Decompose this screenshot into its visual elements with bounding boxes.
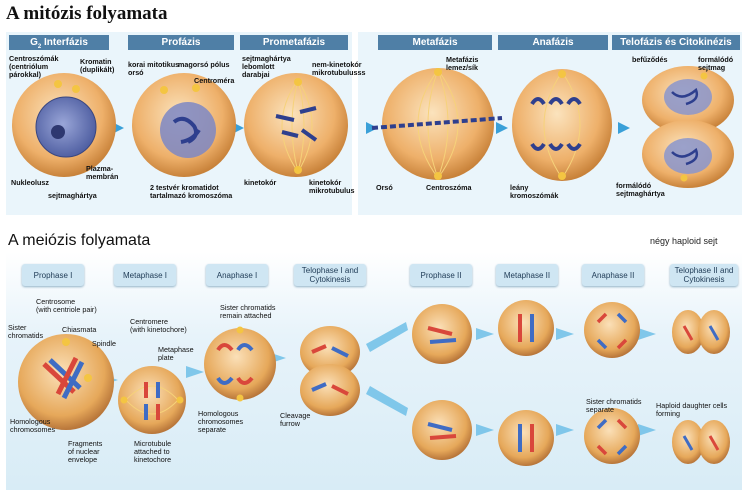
meiosis-header-metaphase1: Metaphase I — [114, 264, 176, 286]
label-kinetochore: kinetokór — [244, 178, 277, 187]
label-sister-chromatids: 2 testvér kromatidot tartalmazó kromoszó… — [150, 183, 233, 200]
meiosis-header-anaphase2: Anaphase II — [582, 264, 644, 286]
label-chromatin: Kromatin (duplikált) — [80, 57, 115, 74]
meiosis-label-sister-remain: Sister chromatids remain attached — [220, 303, 276, 320]
meiosis-header-metaphase2: Metaphase II — [496, 264, 558, 286]
label-fragmented-envelope: sejtmaghártya lebomlott darabjai — [242, 54, 291, 79]
meiosis-label-centrosome: Centrosome (with centriole pair) — [36, 297, 97, 314]
telophase-cell — [642, 66, 734, 188]
meiosis-title: A meiózis folyamata — [8, 232, 151, 249]
meiosis-label-metaphase-plate: Metaphase plate — [158, 345, 194, 362]
meiosis-label-spindle: Spindle — [92, 339, 116, 348]
meiosis-label-sister-separate: Sister chromatids separate — [586, 397, 642, 414]
g2-label: G — [30, 37, 38, 48]
meiosis-label-homologous: Homologous chromosomes — [10, 417, 56, 434]
label-kinetochore-mt: kinetokór mikrotubulus — [309, 178, 355, 195]
meiosis-header-telophase1: Telophase I and Cytokinesis — [294, 264, 366, 286]
mitosis-title: A mitózis folyamata — [6, 3, 168, 24]
label-nuclear-envelope: sejtmaghártya — [48, 191, 97, 200]
interphase-cell — [12, 73, 116, 177]
meiosis-diagram — [18, 300, 730, 466]
meiosis-telophase1-cell — [300, 326, 360, 416]
meiosis-panel: Prophase I Metaphase I Anaphase I Teloph… — [6, 252, 742, 490]
label-plasma-membrane: Plazma- membrán — [86, 164, 119, 181]
header-interphase: G2 Interfázis — [9, 35, 109, 50]
meiosis-label-microtubule: Microtubule attached to kinetochore — [134, 439, 172, 464]
header-prophase: Profázis — [128, 35, 234, 50]
header-anaphase: Anafázis — [498, 35, 608, 50]
meiosis-metaphase2-cells — [498, 300, 554, 466]
meiosis-anaphase1-cell — [204, 326, 276, 402]
metaphase-cell — [371, 68, 503, 180]
meiosis-telophase2-cells — [672, 310, 730, 464]
label-forming-envelope: formálódó sejtmaghártya — [616, 181, 665, 198]
label-metaphase-plate: Metafázis lemez/sík — [446, 55, 479, 72]
phase-interphase: Interfázis — [44, 37, 88, 48]
label-centrosomes: Centroszómák (centriólum párokkal) — [9, 54, 59, 79]
meiosis-label-chiasmata: Chiasmata — [62, 325, 97, 334]
label-early-spindle: korai mitotikus orsó — [128, 60, 180, 77]
meiosis-label-fragments: Fragments of nuclear envelope — [68, 439, 103, 464]
meiosis-prophase1-cell — [18, 334, 114, 430]
g2-subscript: 2 — [37, 44, 42, 50]
meiosis-label-cleavage-furrow: Cleavage furrow — [280, 411, 311, 428]
anaphase-cell — [512, 69, 612, 181]
meiosis-header-anaphase1: Anaphase I — [206, 264, 268, 286]
label-non-kinetochore: nem-kinetokór mikrotubulusss — [312, 60, 366, 77]
label-forming-nucleus: formálódó sejtmag — [698, 55, 734, 72]
mitosis-diagram — [12, 32, 734, 215]
label-centromere: Centroméra — [194, 76, 235, 85]
label-daughter-chromosomes: leány kromoszómák — [510, 183, 559, 200]
label-centrosome: Centroszóma — [426, 183, 472, 192]
header-telophase: Telofázis és Citokinézis — [612, 35, 740, 50]
meiosis-label-haploid: Haploid daughter cells forming — [656, 401, 728, 418]
label-spindle-pole: magorsó pólus — [178, 60, 230, 69]
prometaphase-cell — [244, 73, 348, 177]
label-spindle: Orsó — [376, 183, 393, 192]
haploid-note: négy haploid sejt — [650, 236, 718, 246]
meiosis-header-prophase1: Prophase I — [22, 264, 84, 286]
label-cleavage: befűződés — [632, 55, 668, 64]
label-nucleolus: Nukleolusz — [11, 178, 49, 187]
meiosis-prophase2-cells — [412, 304, 472, 460]
meiosis-header-telophase2: Telophase II and Cytokinesis — [670, 264, 738, 286]
meiosis-label-centromere: Centromere (with kinetochore) — [130, 317, 187, 334]
meiosis-label-sister-chromatids: Sister chromatids — [8, 323, 44, 340]
meiosis-metaphase1-cell — [118, 366, 186, 434]
meiosis-anaphase2-cells — [584, 302, 640, 464]
meiosis-header-prophase2: Prophase II — [410, 264, 472, 286]
meiosis-label-homologous-separate: Homologous chromosomes separate — [198, 409, 244, 434]
header-prometaphase: Prometafázis — [240, 35, 348, 50]
mitosis-panel: G2 Interfázis Profázis Prometafázis Meta… — [6, 32, 742, 215]
header-metaphase: Metafázis — [378, 35, 492, 50]
prophase-cell — [132, 73, 236, 177]
